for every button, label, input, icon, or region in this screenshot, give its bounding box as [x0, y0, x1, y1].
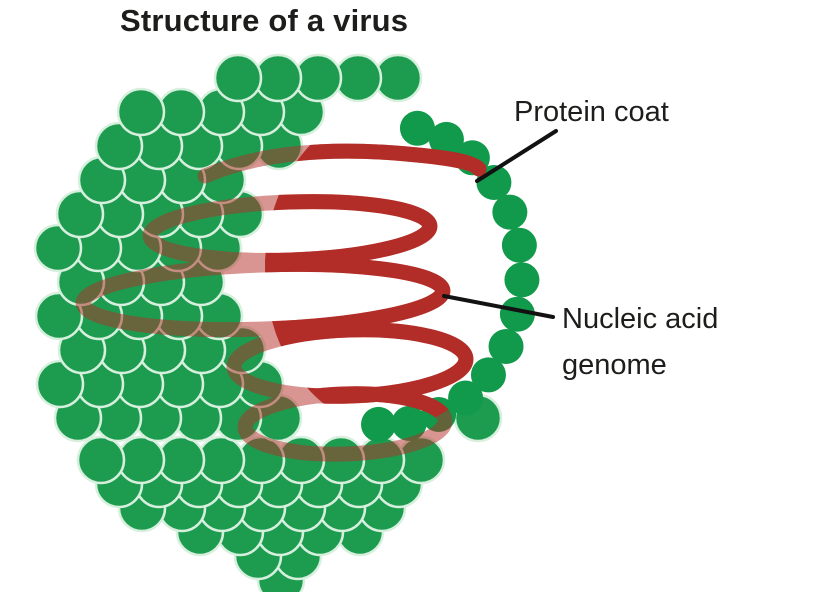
protein-coat-label: Protein coat: [514, 96, 669, 128]
rim-sphere: [499, 296, 535, 332]
nucleic-acid-pointer-line: [442, 294, 555, 319]
nucleic-acid-label-line2: genome: [562, 349, 667, 381]
capsid-sphere: [34, 291, 84, 341]
rim-sphere: [492, 194, 528, 230]
capsid-sphere: [33, 223, 83, 273]
rim-sphere: [470, 357, 506, 393]
nucleic-acid-label-line1: Nucleic acid: [562, 303, 719, 335]
capsid-sphere: [55, 189, 105, 239]
nucleic-acid-genome-label: Nucleic acid genome: [562, 296, 718, 388]
capsid-sphere: [76, 435, 126, 485]
capsid-sphere: [213, 53, 263, 103]
capsid-sphere: [35, 359, 85, 409]
diagram-title: Structure of a virus: [120, 3, 409, 38]
rim-sphere: [391, 405, 427, 441]
rim-sphere: [504, 262, 540, 298]
rim-sphere: [428, 121, 464, 157]
capsid-sphere: [116, 87, 166, 137]
rim-sphere: [448, 380, 484, 416]
capsid-sphere: [94, 121, 144, 171]
rim-sphere: [501, 227, 537, 263]
rim-sphere: [360, 406, 396, 442]
protein-coat-pointer-line: [475, 129, 558, 183]
rim-sphere: [488, 328, 524, 364]
rim-sphere: [399, 110, 435, 146]
